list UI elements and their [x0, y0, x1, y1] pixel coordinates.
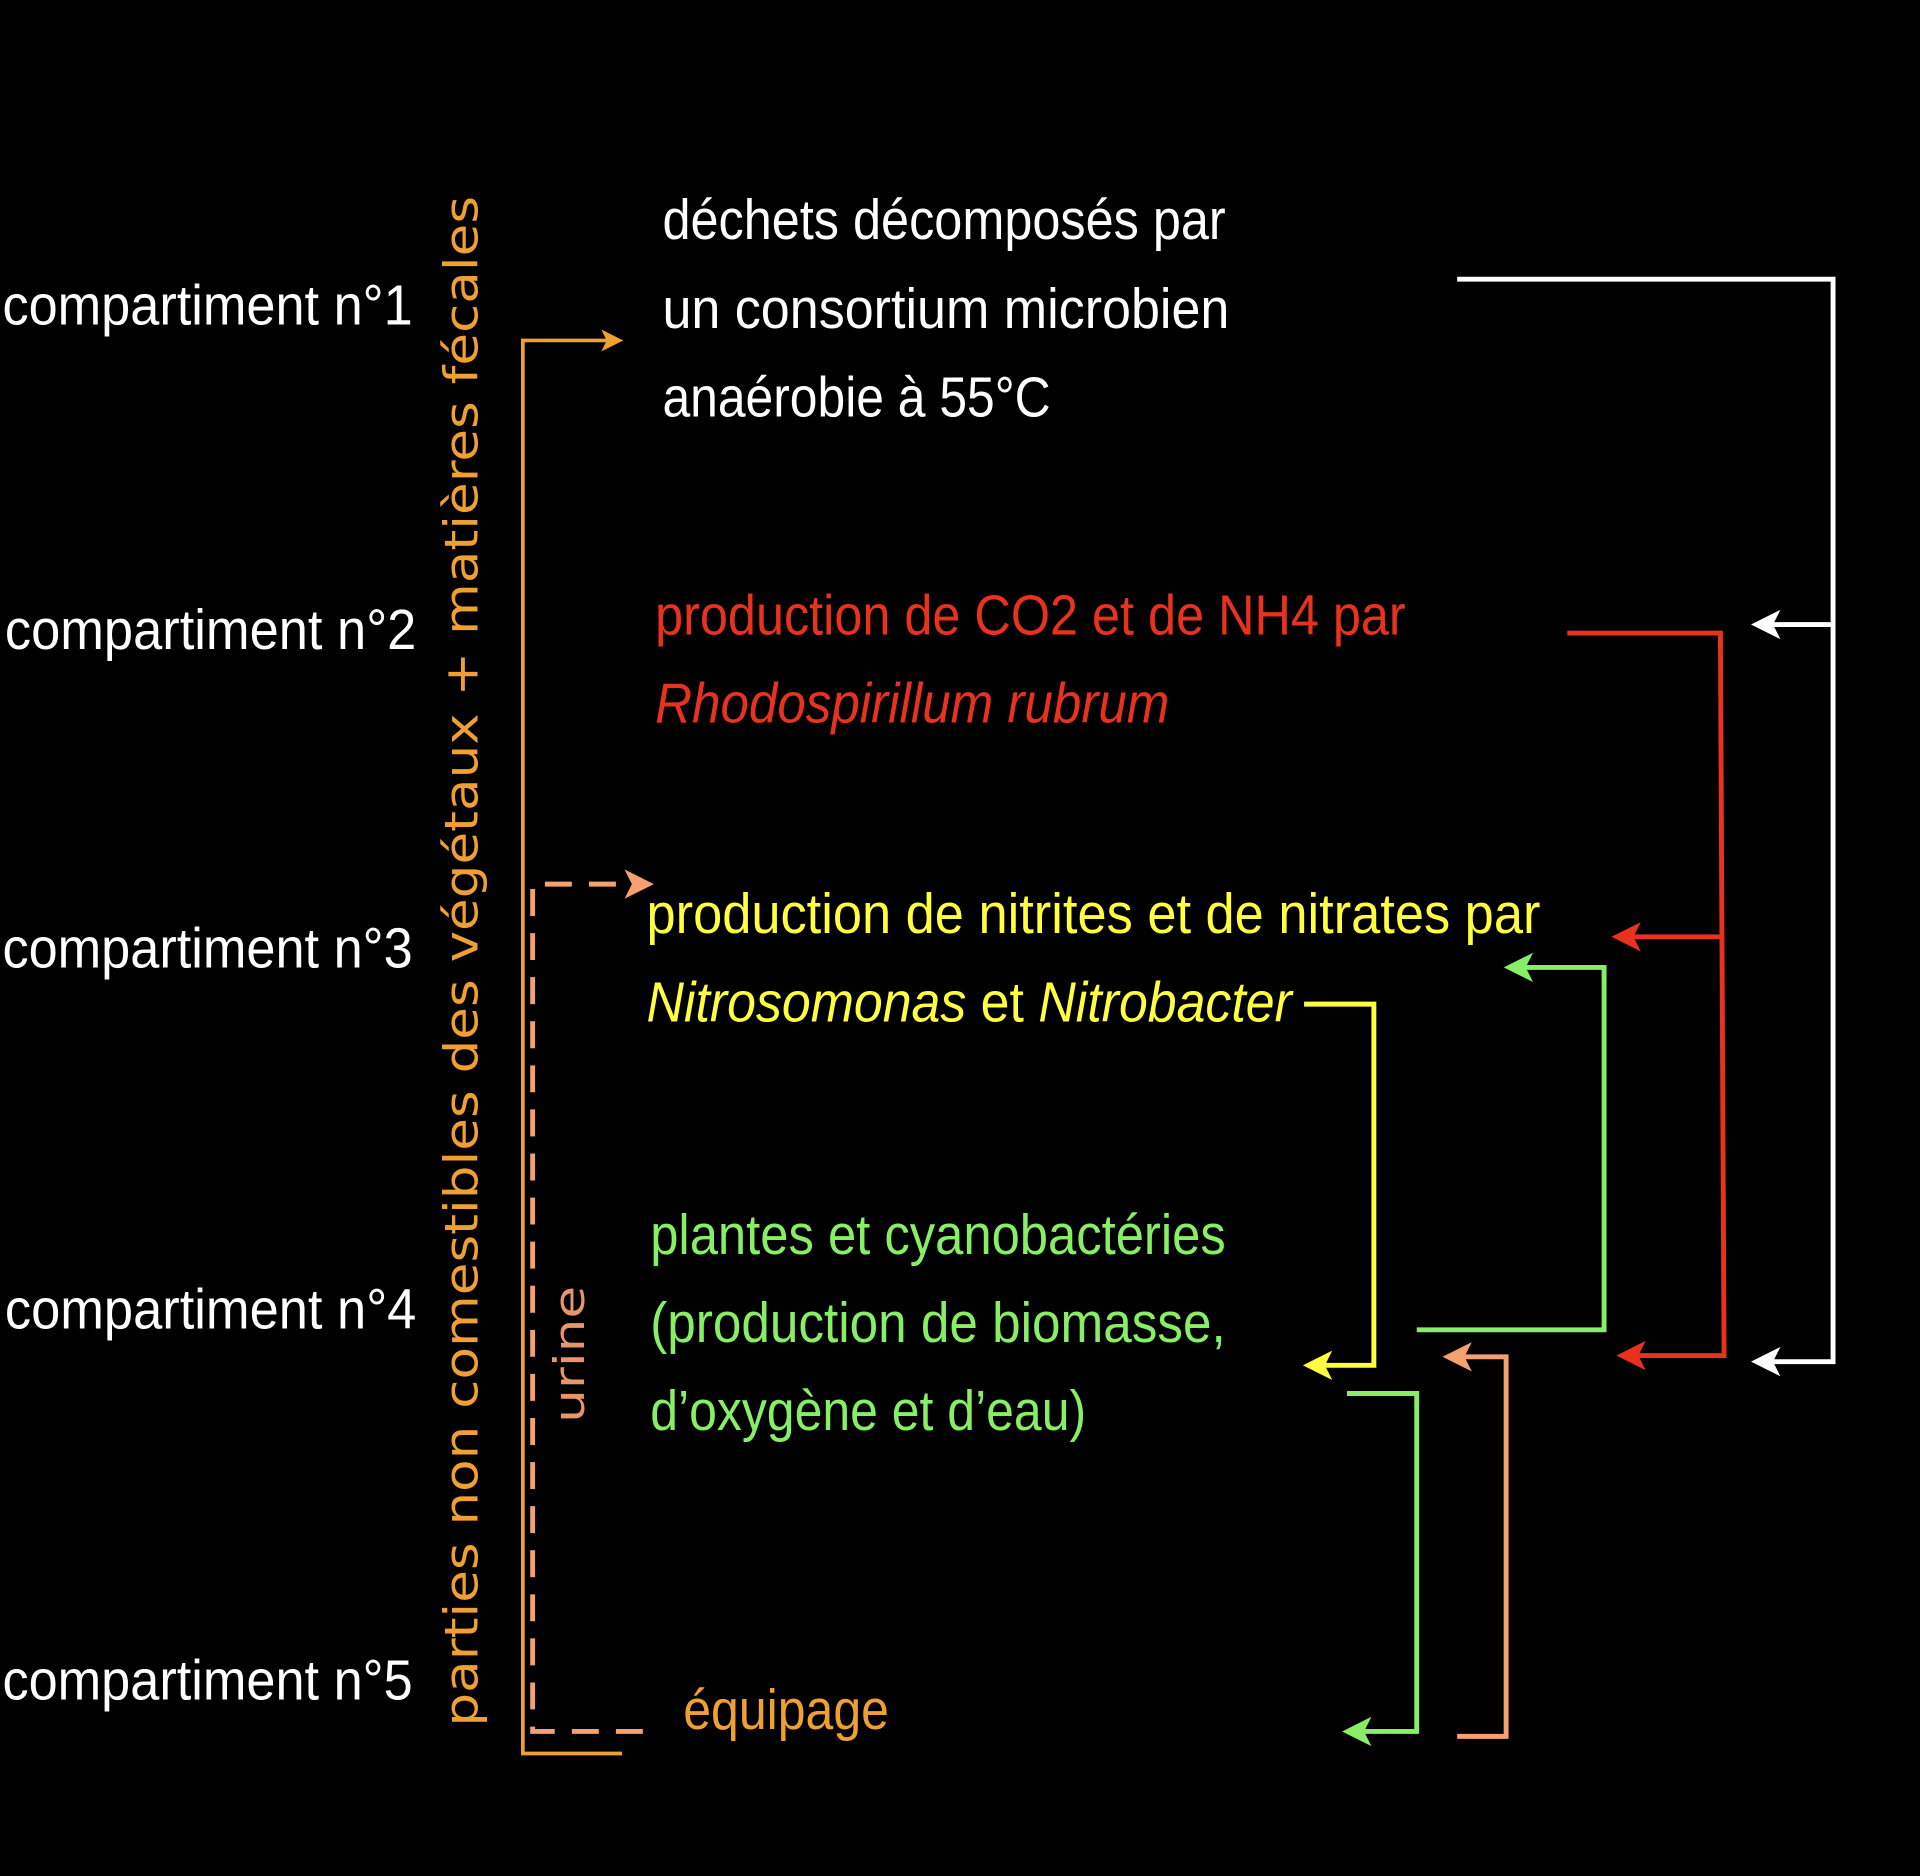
compartment-4-line-2: (production de biomasse,: [650, 1291, 1226, 1354]
red-flow-arrow-to-4: [1567, 630, 1727, 1371]
compartment-1-line-1: déchets décomposés par: [662, 188, 1225, 251]
compartment-2-organism: Rhodospirillum rubrum: [655, 671, 1169, 734]
waste-input-label: parties non comestibles des végétaux + m…: [435, 196, 489, 1727]
compartment-3-label: compartiment n°3: [2, 916, 412, 979]
compartment-1-line-2: un consortium microbien: [662, 277, 1229, 340]
compartment-3-line-2: Nitrosomonas et Nitrobacter: [647, 970, 1294, 1033]
waste-flow-arrow: [521, 329, 624, 1756]
compartment-4-line-1: plantes et cyanobactéries: [650, 1203, 1226, 1266]
green-flow-arrow-to-3: [1416, 952, 1607, 1333]
compartment-4-label: compartiment n°4: [5, 1278, 416, 1341]
white-flow-arrow-to-4: [1457, 276, 1836, 1377]
salmon-flow-arrow-to-4: [1442, 1342, 1509, 1739]
compartment-5-crew: équipage: [683, 1678, 889, 1741]
compartment-1-line-3: anaérobie à 55°C: [662, 365, 1050, 428]
compartment-3-organism-1: Nitrosomonas: [647, 970, 967, 1033]
urine-flow-arrow: [530, 869, 654, 1734]
compartment-5-label: compartiment n°5: [2, 1649, 412, 1712]
compartment-3-connector: et: [966, 970, 1038, 1033]
compartment-2-label: compartiment n°2: [5, 598, 416, 661]
compartment-3-line-1: production de nitrites et de nitrates pa…: [647, 882, 1541, 945]
urine-label: urine: [545, 1286, 594, 1423]
yellow-flow-arrow-to-4: [1302, 1001, 1377, 1381]
compartment-1-label: compartiment n°1: [2, 274, 412, 337]
compartment-2-line-1: production de CO2 et de NH4 par: [655, 583, 1406, 646]
compartment-3-organism-2: Nitrobacter: [1038, 970, 1294, 1033]
compartment-4-line-3: d’oxygène et d’eau): [650, 1379, 1086, 1442]
green-flow-arrow-to-5: [1342, 1391, 1420, 1747]
